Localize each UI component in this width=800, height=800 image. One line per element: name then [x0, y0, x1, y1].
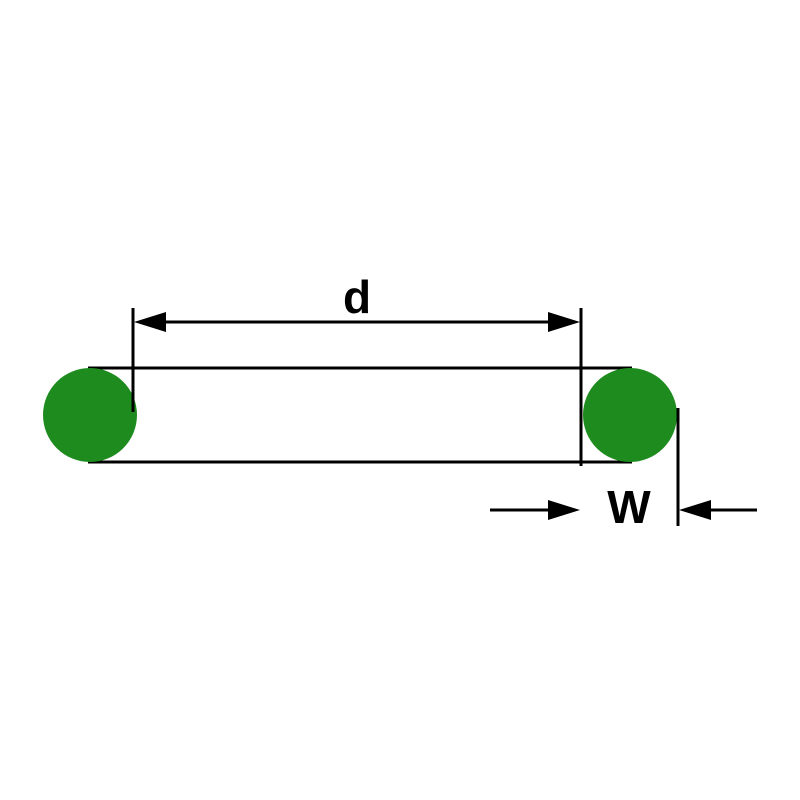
w-arrowhead-left — [548, 500, 580, 520]
ring-cross-section-left — [43, 368, 137, 462]
ring-cross-section-right — [583, 368, 677, 462]
d-arrowhead-left — [134, 312, 166, 332]
inner-diameter-label: d — [343, 271, 371, 323]
w-arrowhead-right — [679, 500, 711, 520]
d-arrowhead-right — [548, 312, 580, 332]
cross-section-width-label: W — [607, 481, 651, 533]
